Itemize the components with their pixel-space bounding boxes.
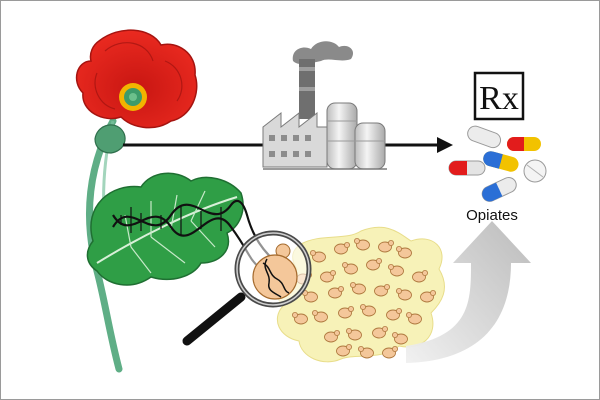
yeast-cell-icon (252, 243, 298, 300)
opiates-label: Opiates (466, 207, 518, 224)
yeast-cell (348, 329, 362, 341)
yeast-cell (360, 347, 374, 359)
yeast-bud (381, 325, 388, 332)
yeast-cell (394, 333, 408, 345)
magnifying-glass-icon (182, 230, 312, 346)
yeast-bud (349, 281, 356, 288)
factory-icon (262, 41, 387, 170)
yeast-cell (390, 265, 404, 277)
yeast-bud (429, 289, 436, 296)
yeast-bud (421, 269, 428, 276)
yeast-bud (347, 305, 354, 312)
yeast-bud (291, 311, 298, 318)
rx-symbol: Rx (479, 80, 519, 117)
yeast-cell (386, 309, 400, 321)
yeast-cell (356, 239, 370, 251)
yeast-bud (329, 269, 336, 276)
yeast-cell (324, 331, 338, 343)
yeast-bud (383, 283, 390, 290)
yeast-cell (338, 307, 352, 319)
poppy-flower-icon (75, 29, 198, 129)
pills-icon (448, 125, 547, 202)
yeast-cell (344, 263, 358, 275)
yeast-bud (341, 261, 348, 268)
yeast-cell (334, 243, 348, 255)
yeast-cell (320, 271, 334, 283)
yeast-bud (395, 287, 402, 294)
yeast-bud (309, 249, 316, 256)
yeast-cell (374, 285, 388, 297)
yeast-cell (312, 251, 326, 263)
curved-up-arrow-icon (406, 221, 531, 363)
yeast-cell (412, 271, 426, 283)
yeast-cell (294, 313, 308, 325)
yeast-cell (408, 313, 422, 325)
yeast-bud (337, 285, 344, 292)
yeast-cell (314, 311, 328, 323)
yeast-bud (345, 343, 352, 350)
yeast-bud (333, 329, 340, 336)
yeast-cell (366, 259, 380, 271)
prescription-rx-icon: Rx (473, 71, 525, 121)
yeast-bud (311, 309, 318, 316)
leaf-icon (86, 172, 244, 286)
yeast-cell (304, 291, 318, 303)
yeast-bud (391, 345, 398, 352)
yeast-bud (395, 307, 402, 314)
yeast-bud (345, 327, 352, 334)
yeast-bud (387, 239, 394, 246)
yeast-cell (398, 289, 412, 301)
yeast-cell (352, 283, 366, 295)
yeast-cell (336, 345, 350, 357)
yeast-bud (387, 263, 394, 270)
yeast-cell (362, 305, 376, 317)
yeast-cell (420, 291, 434, 303)
yeast-cell (378, 241, 392, 253)
yeast-bud (405, 311, 412, 318)
yeast-cell (372, 327, 386, 339)
yeast-cell (328, 287, 342, 299)
yeast-bud (375, 257, 382, 264)
yeast-bud (395, 245, 402, 252)
yeast-bud (359, 303, 366, 310)
poppy-bud-base (94, 124, 126, 154)
yeast-cell (398, 247, 412, 259)
yeast-bud (391, 331, 398, 338)
yeast-bud (357, 345, 364, 352)
yeast-cell (382, 347, 396, 359)
yeast-bud (343, 241, 350, 248)
yeast-bud (353, 237, 360, 244)
